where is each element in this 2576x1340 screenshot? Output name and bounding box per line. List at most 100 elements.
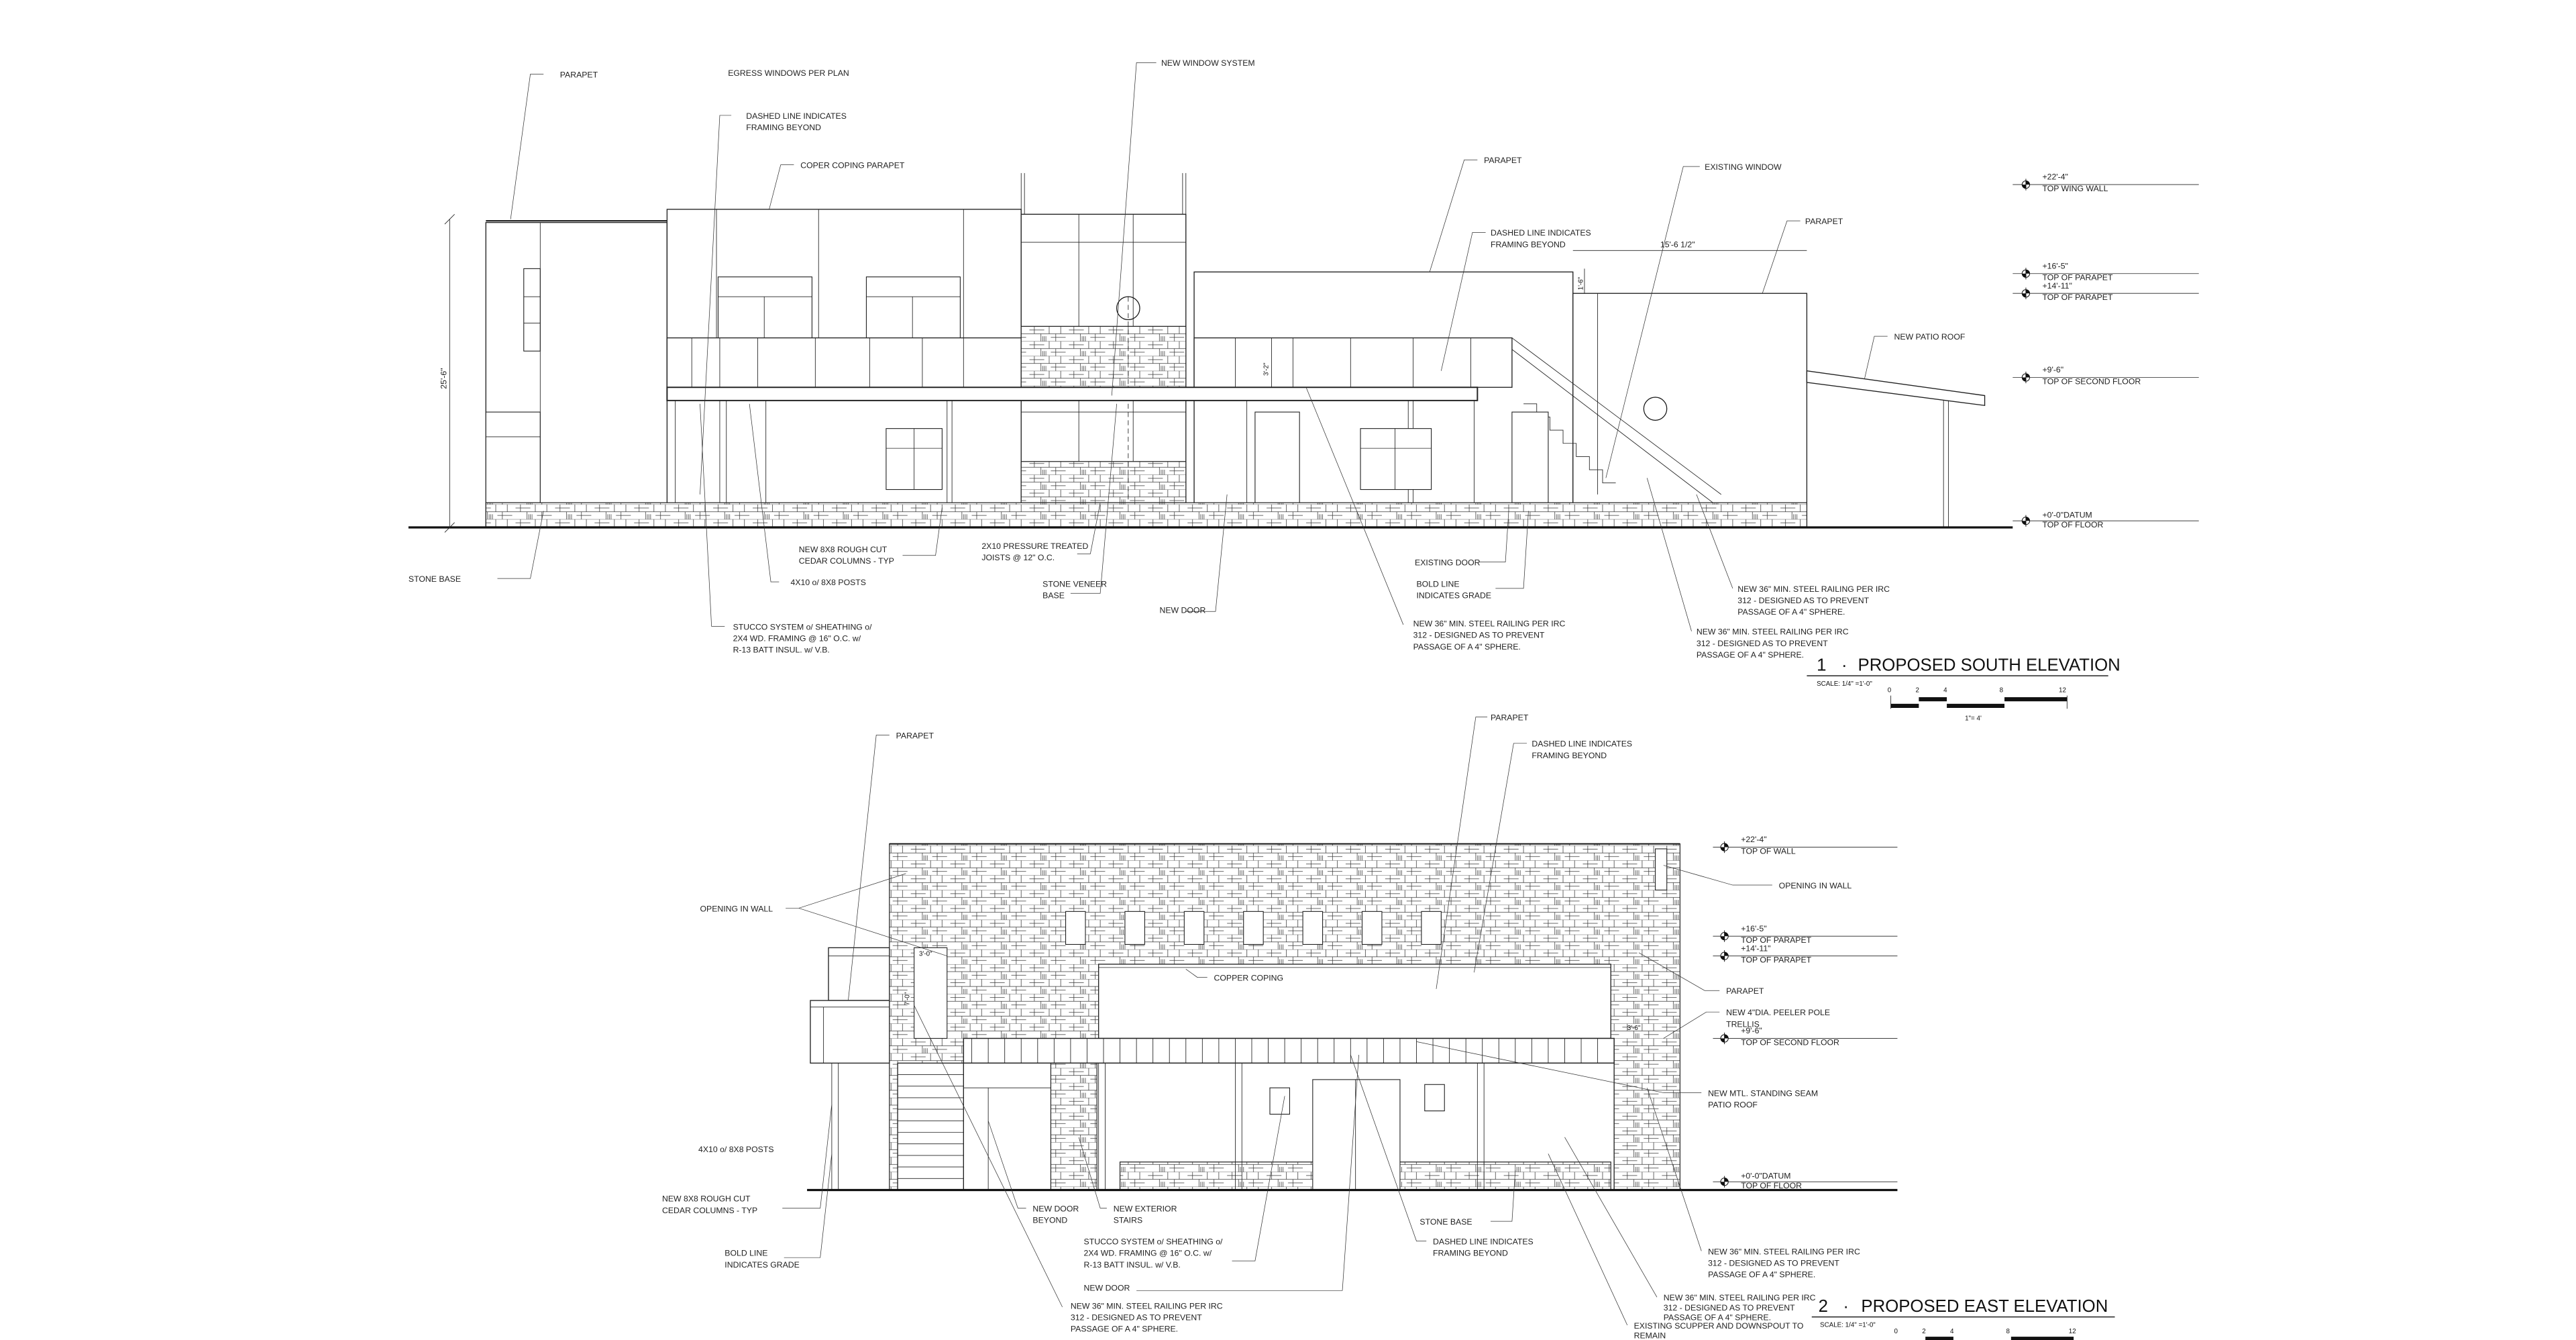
- note-stucco: STUCCO SYSTEM o/ SHEATHING o/2X4 WD. FRA…: [1084, 1237, 1224, 1270]
- svg-text:12: 12: [2059, 687, 2066, 694]
- svg-text:+22'-4": +22'-4": [1741, 835, 1766, 844]
- note-egress: EGRESS WINDOWS PER PLAN: [728, 68, 849, 78]
- level-marker: +16'-5"TOP OF PARAPET: [1713, 924, 1898, 945]
- dim-width: 15'-6 1/2": [1660, 240, 1695, 249]
- east-building: 3'-0" 7'-0" 3'-6": [807, 843, 1898, 1192]
- drawing-title: PROPOSED EAST ELEVATION: [1861, 1297, 2108, 1316]
- note-copper-coping: COPPER COPING: [1214, 974, 1284, 983]
- east-level-markers: +22'-4"TOP OF WALL +16'-5"TOP OF PARAPET…: [1713, 835, 1898, 1190]
- svg-text:TOP OF FLOOR: TOP OF FLOOR: [2043, 520, 2104, 529]
- note-opening: OPENING IN WALL: [700, 904, 773, 913]
- south-title-block: 1 · PROPOSED SOUTH ELEVATION SCALE: 1/4"…: [1807, 656, 2121, 722]
- south-leaders: [497, 62, 1888, 631]
- svg-text:4: 4: [1943, 687, 1947, 694]
- drawing-number: 2: [1819, 1297, 1828, 1316]
- svg-text:8: 8: [2000, 687, 2004, 694]
- south-notes: PARAPET EGRESS WINDOWS PER PLAN DASHED L…: [409, 58, 1965, 660]
- dim-trellis: 3'-6": [1627, 1025, 1641, 1032]
- scale-label: SCALE: 1/4" =1'-0": [1820, 1321, 1876, 1329]
- note-parapet: PARAPET: [1805, 217, 1843, 226]
- svg-text:·: ·: [1843, 1297, 1849, 1316]
- note-stone-base: STONE BASE: [409, 574, 461, 584]
- dim-opening-height: 7'-0": [904, 992, 911, 1005]
- note-parapet: PARAPET: [1726, 986, 1764, 996]
- level-marker: +14'-11" TOP OF PARAPET: [2012, 281, 2199, 302]
- svg-text:TOP OF SECOND FLOOR: TOP OF SECOND FLOOR: [1741, 1037, 1839, 1047]
- svg-text:0: 0: [1894, 1328, 1898, 1335]
- scale-bar: 0 2 4 8 12 1"= 4': [1888, 687, 2068, 722]
- note-new-door: NEW DOOR: [1159, 606, 1205, 615]
- note-parapet: PARAPET: [896, 731, 934, 740]
- note-window-system: NEW WINDOW SYSTEM: [1161, 58, 1255, 68]
- level-marker: +16'-5"TOP OF PARAPET: [2012, 261, 2199, 282]
- svg-text:8: 8: [2006, 1328, 2010, 1335]
- south-level-markers: +22'-4" TOP WING WALL +16'-5"TOP OF PARAP…: [2012, 172, 2199, 529]
- south-elevation: 25'-6" 15'-6 1/2" 1'-6" 3'-2" +22'-4"TOP…: [408, 58, 2199, 722]
- east-new-door: [1312, 1079, 1401, 1191]
- scale-bar: 0 2 4 8 12: [1894, 1328, 2076, 1340]
- svg-text:2: 2: [1915, 687, 1919, 694]
- note-coping: COPER COPING PARAPET: [800, 161, 905, 170]
- level-marker: +22'-4" TOP OF WALL: [1713, 835, 1898, 856]
- drawing-title: PROPOSED SOUTH ELEVATION: [1858, 656, 2121, 675]
- svg-text:TOP OF PARAPET: TOP OF PARAPET: [2043, 293, 2113, 302]
- scale-label: SCALE: 1/4" =1'-0": [1817, 680, 1872, 688]
- note-parapet: PARAPET: [1491, 713, 1529, 722]
- note-stucco: STUCCO SYSTEM o/ SHEATHING o/2X4 WD. FRA…: [733, 622, 873, 654]
- svg-text:0: 0: [1888, 687, 1892, 694]
- note-patio-roof: NEW PATIO ROOF: [1894, 332, 1966, 342]
- svg-text:TOP OF WALL: TOP OF WALL: [1741, 846, 1796, 856]
- svg-text:+9'-6": +9'-6": [1741, 1026, 1762, 1035]
- note-existing-window: EXISTING WINDOW: [1705, 162, 1782, 172]
- level-marker: +14'-11"TOP OF PARAPET: [1713, 943, 1898, 965]
- dim-height: 25'-6": [439, 368, 448, 389]
- east-windows: [1065, 911, 1442, 945]
- svg-text:12: 12: [2069, 1328, 2076, 1335]
- svg-text:TOP OF PARAPET: TOP OF PARAPET: [1741, 955, 1811, 964]
- dim-opening-width: 3'-0": [919, 951, 932, 958]
- svg-text:4: 4: [1950, 1328, 1954, 1335]
- level-marker: +22'-4" TOP WING WALL: [2012, 172, 2199, 193]
- note-stone-base: STONE BASE: [1419, 1217, 1472, 1227]
- level-marker: +9'-6"TOP OF SECOND FLOOR: [2012, 365, 2199, 386]
- note-existing-door: EXISTING DOOR: [1415, 558, 1481, 568]
- svg-text:+22'-4": +22'-4": [2043, 172, 2068, 182]
- svg-text:+16'-5": +16'-5": [1741, 924, 1766, 933]
- opening-in-wall: [1654, 848, 1668, 890]
- svg-text:1"= 4': 1"= 4': [1965, 715, 1982, 722]
- svg-text:TOP WING WALL: TOP WING WALL: [2043, 184, 2108, 193]
- svg-text:TOP OF PARAPET: TOP OF PARAPET: [2043, 273, 2113, 282]
- svg-text:·: ·: [1841, 656, 1847, 675]
- note-opening: OPENING IN WALL: [1779, 881, 1852, 890]
- svg-text:+14'-11": +14'-11": [2043, 281, 2072, 291]
- svg-text:TOP OF SECOND FLOOR: TOP OF SECOND FLOOR: [2043, 376, 2141, 386]
- drawing-number: 1: [1817, 656, 1826, 675]
- note-posts: 4X10 o/ 8X8 POSTS: [791, 578, 866, 587]
- note-new-door: NEW DOOR: [1084, 1283, 1130, 1292]
- east-leaders: [782, 717, 1772, 1326]
- svg-text:TOP OF FLOOR: TOP OF FLOOR: [1741, 1181, 1802, 1190]
- note-parapet: PARAPET: [1484, 156, 1522, 165]
